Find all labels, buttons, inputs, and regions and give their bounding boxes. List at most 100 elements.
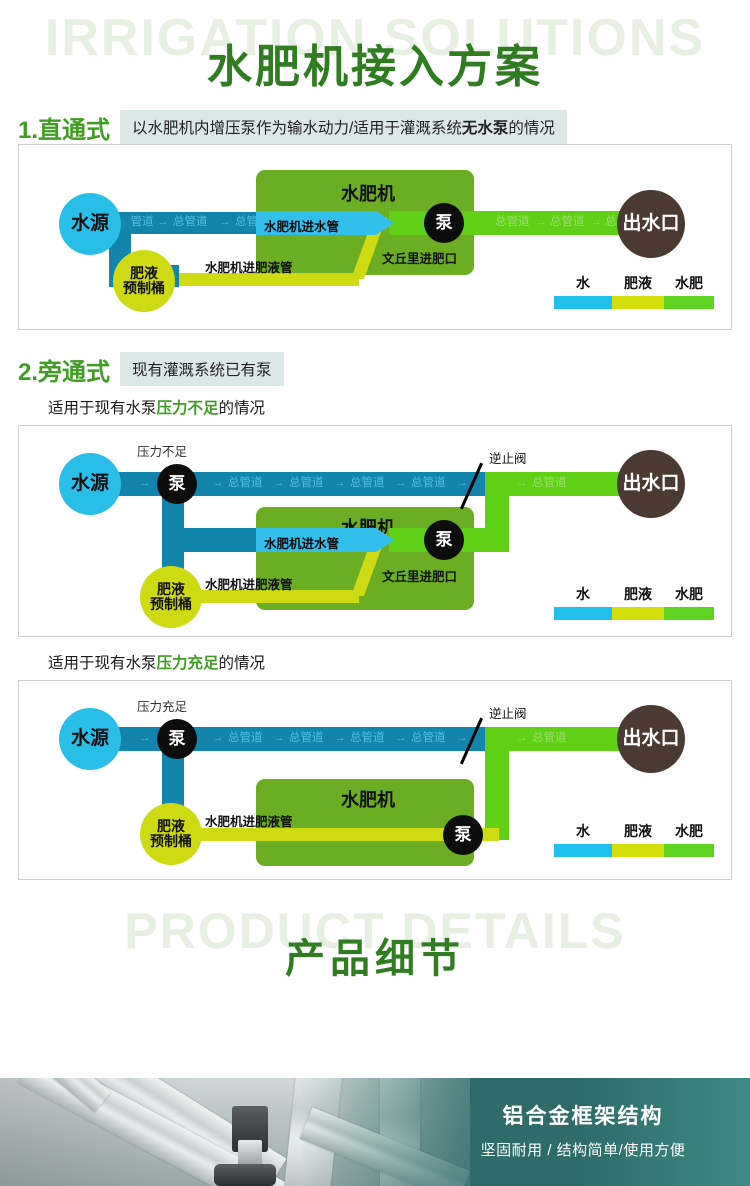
tank-line1-1: 肥液 (130, 265, 158, 282)
note-a-post: 的情况 (218, 400, 266, 417)
pipe-trunk-water-1 (109, 212, 294, 234)
node-water-source-3: 水源 (59, 708, 121, 770)
node-water-source-label-2: 水源 (70, 473, 109, 495)
node-fert-tank-1: 肥液 预制桶 (113, 250, 175, 312)
photo-gradient-overlay (300, 1078, 750, 1186)
pipe-trunk-label-3-1: 总管道 (228, 732, 263, 744)
note-a-pre: 适用于现有水泵 (48, 400, 157, 417)
legend-label-water-1: 水 (576, 275, 590, 291)
node-pump-label-1: 泵 (435, 213, 453, 233)
legend-labels-3: 水 肥液 水肥 (554, 821, 714, 841)
legend-label-fert-2: 肥液 (624, 586, 652, 602)
note-b-highlight: 压力充足 (156, 655, 219, 672)
node-pump-external-label-3: 泵 (168, 729, 186, 749)
pipe-arrow-3-5: → (456, 732, 468, 744)
legend-2: 水 肥液 水肥 (554, 584, 714, 620)
node-outlet-2: 出水口 (617, 450, 685, 518)
legend-swatch-water-2 (554, 607, 612, 620)
mixed-trunk-label-1: 总管道 (495, 216, 530, 228)
tank-line2-2: 预制桶 (150, 596, 192, 612)
ghost-title-en: IRRIGATION SOLUTIONS (44, 9, 706, 67)
page-header: IRRIGATION SOLUTIONS 水肥机接入方案 (0, 0, 750, 110)
legend-bar-3 (554, 844, 714, 857)
node-water-source-label-3: 水源 (70, 728, 109, 750)
product-details-title: 产品细节 (285, 937, 465, 981)
machine-box-3 (256, 779, 474, 866)
page-title: 水肥机接入方案 (206, 41, 543, 92)
pipe-arrow-3-0: → (139, 732, 151, 744)
pipe-trunk-label-3-2: 总管道 (289, 732, 324, 744)
mixed-arrow-1: → (535, 216, 547, 228)
pipe-arrow-2-1: → (212, 477, 224, 489)
product-photo-strip: 铝合金框架结构 坚固耐用 / 结构简单/使用方便 (0, 1078, 750, 1186)
tank-line1-2: 肥液 (157, 581, 185, 598)
node-pump-1: 泵 (424, 203, 464, 243)
legend-swatch-water-1 (554, 296, 612, 309)
mixed-arrow-2-0: → (516, 477, 528, 489)
node-pump-machine-label-3: 泵 (454, 825, 472, 845)
pipe-trunk-label-2-1: 总管道 (228, 477, 263, 489)
node-outlet-label-3: 出水口 (622, 728, 680, 750)
pipe-arrow-2-4: → (395, 477, 407, 489)
legend-labels-2: 水 肥液 水肥 (554, 584, 714, 604)
legend-swatch-fert-1 (612, 296, 664, 309)
node-water-source-label-1: 水源 (70, 213, 109, 235)
pipe-arrow-2-2: → (273, 477, 285, 489)
legend-swatch-mix-2 (664, 607, 714, 620)
tank-line2-1: 预制桶 (123, 280, 165, 296)
pipe-trunk-label-2-3: 总管道 (350, 477, 385, 489)
node-pump-external-2: 泵 (157, 464, 197, 504)
node-pump-external-label-2: 泵 (168, 474, 186, 494)
machine-title-3: 水肥机 (341, 790, 395, 810)
product-details-header: PRODUCT DETAILS 产品细节 (0, 892, 750, 1002)
machine-fert-inlet-label-3: 水肥机进肥液管 (205, 815, 293, 829)
valve-collar (214, 1164, 276, 1186)
node-fert-tank-3: 肥液 预制桶 (140, 803, 202, 865)
pipe-trunk-label-3-4: 总管道 (411, 732, 446, 744)
node-water-source-1: 水源 (59, 193, 121, 255)
pipe-arrow-2: → (219, 216, 231, 228)
check-valve-label-3: 逆止阀 (489, 707, 527, 721)
node-pump-machine-2: 泵 (424, 520, 464, 560)
legend-label-water-2: 水 (576, 586, 590, 602)
diagram-panel-3: 压力充足 → → 总管道 → 总管道 → 总管道 → 总管道 → 水肥机 水肥机… (18, 680, 732, 880)
machine-title-1: 水肥机 (341, 184, 395, 204)
pipe-arrow-3-4: → (395, 732, 407, 744)
pipe-arrow-2-5: → (456, 477, 468, 489)
pipe-trunk-label-1: 总管道 (119, 216, 154, 228)
section-2-number: 2.旁通式 (18, 358, 111, 386)
pipe-arrow-3-1: → (212, 732, 224, 744)
section-1-banner-post: 的情况 (508, 120, 555, 137)
pipe-arrow-3-2: → (273, 732, 285, 744)
pipe-fert-1 (179, 273, 359, 286)
diagram-panel-1: 总管道 → 总管道 → 总管道 水肥机 水肥机进水管 水肥机进肥液管 文丘里进肥… (18, 144, 732, 330)
node-pump-machine-3: 泵 (443, 815, 483, 855)
venturi-wedge-cyan-1 (376, 211, 394, 235)
node-pump-machine-label-2: 泵 (435, 530, 453, 550)
mixed-trunk-label-2-1: 总管道 (532, 477, 567, 489)
node-water-source-2: 水源 (59, 453, 121, 515)
machine-water-inlet-1 (256, 211, 376, 235)
pipe-fert-3 (179, 828, 499, 841)
pipe-fert-2 (179, 590, 359, 603)
pipe-arrow-2-3: → (334, 477, 346, 489)
legend-swatch-water-3 (554, 844, 612, 857)
pipe-trunk-label-3: 总管道 (235, 216, 270, 228)
section-2-note-b: 适用于现有水泵压力充足的情况 (0, 651, 750, 673)
pipe-arrow-1: → (157, 216, 169, 228)
node-pump-external-3: 泵 (157, 719, 197, 759)
mixed-arrow-2: → (590, 216, 602, 228)
venturi-label-1: 文丘里进肥口 (382, 252, 458, 266)
note-a-highlight: 压力不足 (156, 400, 219, 417)
tank-line1-3: 肥液 (157, 818, 185, 835)
pipe-trunk-label-3-3: 总管道 (350, 732, 385, 744)
venturi-wedge-cyan-2 (376, 528, 394, 552)
mixed-trunk-label-3-1: 总管道 (532, 732, 567, 744)
photo-caption-heading: 铝合金框架结构 (502, 1105, 664, 1128)
tank-line2-3: 预制桶 (150, 833, 192, 849)
mixed-trunk-label-2: 总管道 (550, 216, 585, 228)
section-1-banner: 以水肥机内增压泵作为输水动力/适用于灌溉系统无水泵的情况 (120, 110, 567, 144)
venturi-label-2: 文丘里进肥口 (382, 570, 458, 584)
node-fert-tank-2: 肥液 预制桶 (140, 566, 202, 628)
check-valve-label-2: 逆止阀 (489, 452, 527, 466)
